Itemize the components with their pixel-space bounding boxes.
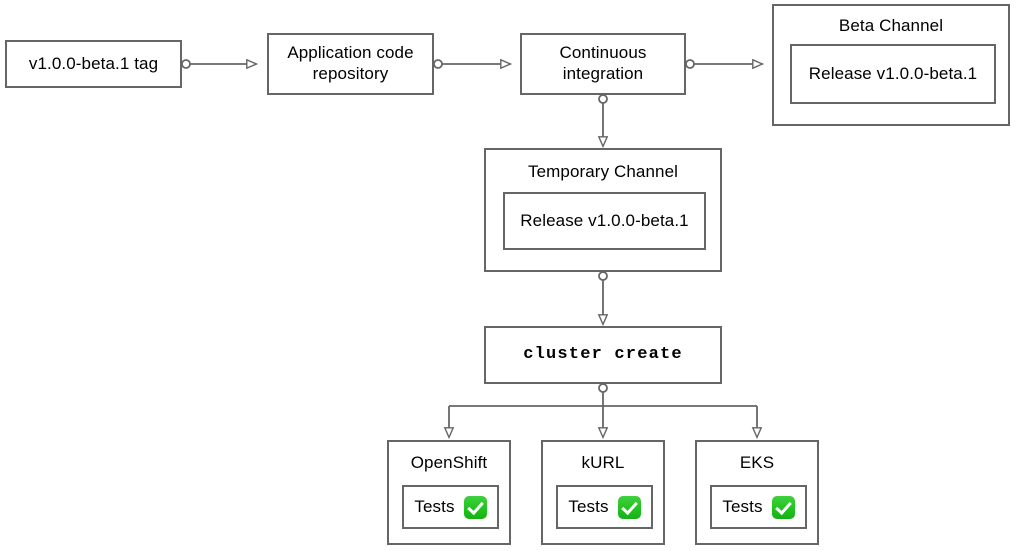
beta-channel-release-label: Release v1.0.0-beta.1: [808, 63, 978, 83]
node-cluster-create-label: cluster create: [523, 344, 683, 364]
openshift-tests-row: Tests: [414, 495, 487, 519]
beta-channel-release-box[interactable]: Release v1.0.0-beta.1: [790, 44, 996, 104]
node-continuous-integration[interactable]: Continuous integration: [520, 33, 686, 95]
eks-tests-row: Tests: [722, 495, 795, 519]
check-mark-icon: [463, 495, 487, 519]
node-continuous-integration-label: Continuous integration: [559, 43, 647, 83]
node-openshift[interactable]: OpenShift Tests: [387, 440, 511, 545]
node-tag-label: v1.0.0-beta.1 tag: [28, 53, 159, 73]
eks-tests-box[interactable]: Tests: [710, 485, 807, 529]
node-beta-channel-label: Beta Channel: [838, 16, 944, 35]
node-temporary-channel[interactable]: Temporary Channel Release v1.0.0-beta.1: [484, 148, 722, 272]
check-mark-icon: [771, 495, 795, 519]
kurl-tests-row: Tests: [568, 495, 641, 519]
node-eks[interactable]: EKS Tests: [695, 440, 819, 545]
temporary-channel-release-box[interactable]: Release v1.0.0-beta.1: [503, 192, 706, 250]
check-mark-icon: [617, 495, 641, 519]
node-eks-label: EKS: [739, 453, 775, 472]
temporary-channel-release-label: Release v1.0.0-beta.1: [520, 210, 689, 230]
node-beta-channel[interactable]: Beta Channel Release v1.0.0-beta.1: [772, 4, 1010, 126]
kurl-tests-box[interactable]: Tests: [556, 485, 653, 529]
node-repository[interactable]: Application code repository: [267, 33, 434, 95]
node-cluster-create[interactable]: cluster create: [484, 326, 722, 384]
kurl-tests-label: Tests: [568, 496, 609, 516]
node-openshift-label: OpenShift: [410, 453, 488, 472]
eks-tests-label: Tests: [722, 496, 763, 516]
node-kurl[interactable]: kURL Tests: [541, 440, 665, 545]
openshift-tests-box[interactable]: Tests: [402, 485, 499, 529]
node-kurl-label: kURL: [581, 453, 625, 472]
node-tag[interactable]: v1.0.0-beta.1 tag: [5, 40, 182, 88]
openshift-tests-label: Tests: [414, 496, 455, 516]
node-repository-label: Application code repository: [287, 43, 414, 83]
node-temporary-channel-label: Temporary Channel: [527, 162, 679, 181]
